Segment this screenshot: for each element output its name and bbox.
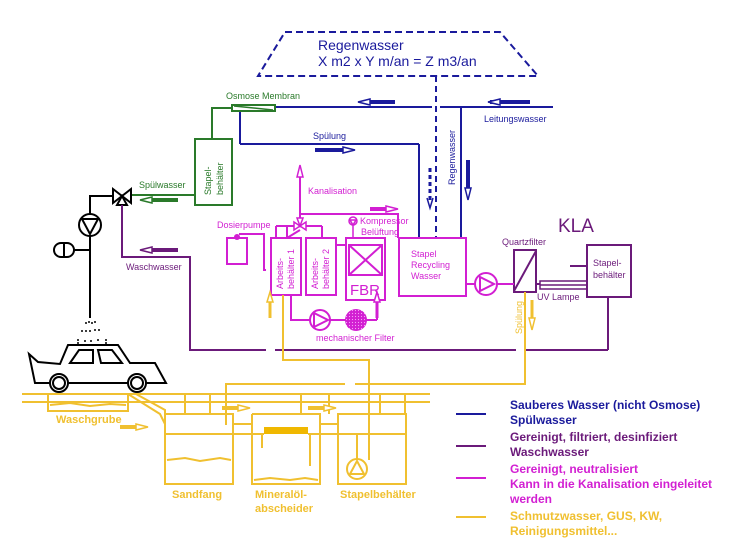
quartzfilter-label: Quartzfilter [502, 237, 546, 247]
stapel-recycling-label-1: Stapel [411, 249, 437, 259]
legend-swatch [456, 413, 486, 415]
legend-item: Sauberes Wasser (nicht Osmose)Spülwasser [442, 398, 742, 428]
legend-sublabel: Waschwasser [510, 445, 589, 459]
waschgrube-label: Waschgrube [56, 414, 122, 426]
flow-arrow-icon [528, 300, 536, 331]
rainwater-formula: X m2 x Y m/an = Z m3/an [318, 53, 477, 69]
stapelbehaelter-green-label-1: Stapel- [203, 166, 213, 195]
flow-arrow-icon [487, 98, 530, 106]
osmose-membran-label: Osmose Membran [226, 91, 300, 101]
flow-arrow-icon [370, 205, 399, 213]
flow-arrow-icon [139, 246, 178, 254]
car-icon [27, 344, 168, 393]
flow-arrow-icon [357, 98, 395, 106]
mineraloel-label-1: Mineralöl- [255, 489, 307, 501]
dosierpumpe [226, 234, 248, 265]
legend-label: Gereinigt, filtriert, desinfiziert [510, 430, 678, 444]
mineraloel-label-2: abscheider [255, 503, 314, 515]
quartzfilter [513, 249, 537, 293]
stapelbehaelter-bottom-label: Stapelbehälter [340, 489, 417, 501]
clean-water-pipes [239, 106, 553, 238]
filter-pump-icon [309, 309, 331, 331]
legend-sublabel: Kann in die Kanalisation eingeleitet wer… [510, 477, 713, 506]
spuelung-vertical-label: Spülung [514, 301, 524, 334]
arbeitsbehaelter-1: Arbeits- behälter 1 [270, 237, 302, 296]
flow-arrow-icon [265, 289, 275, 318]
kanalisation-label: Kanalisation [308, 186, 357, 196]
spuelwasser-label: Spülwasser [139, 180, 186, 190]
legend-sublabel: Spülwasser [510, 413, 577, 427]
sandfang-label: Sandfang [172, 489, 222, 501]
arbeitsbehaelter-2-label-1: Arbeits- [310, 258, 320, 289]
stapelbehaelter-kla: Stapel- behälter [586, 244, 632, 298]
dosierpumpe-label: Dosierpumpe [217, 220, 271, 230]
flow-arrow-icon [372, 289, 382, 318]
belueftung-label: Belüftung [361, 227, 399, 237]
dirty-water-pipes [22, 292, 526, 485]
rainwater-box: Regenwasser X m2 x Y m/an = Z m3/an [256, 31, 541, 77]
waschwasser-label: Waschwasser [126, 262, 182, 272]
kanalisation-arrow-icon [296, 164, 304, 178]
legend-label: Schmutzwasser, GUS, KW, Reinigungsmittel… [510, 509, 663, 538]
flow-arrow-icon [315, 146, 356, 154]
legend-swatch [456, 516, 486, 518]
flow-arrow-icon [139, 196, 178, 204]
waschwasser-pipes [121, 205, 609, 351]
stapel-recycling-wasser: Stapel Recycling Wasser [398, 237, 467, 297]
spuelung-label: Spülung [313, 131, 346, 141]
regenwasser-vertical-label: Regenwasser [447, 130, 457, 185]
osmose-membran [231, 104, 276, 112]
stapel-recycling-label-3: Wasser [411, 271, 441, 281]
legend-swatch [456, 477, 486, 479]
uv-lampe-label: UV Lampe [537, 292, 580, 302]
three-way-valve-icon [112, 186, 132, 206]
legend-label: Gereinigt, neutralisiert [510, 462, 639, 476]
rainwater-title: Regenwasser [318, 37, 404, 53]
stapel-recycling-label-2: Recycling [411, 260, 450, 270]
arbeitsbehaelter-2-label-2: behälter 2 [321, 249, 331, 289]
flow-arrow-icon [464, 160, 472, 201]
arbeitsbehaelter-1-label-1: Arbeits- [275, 258, 285, 289]
osmosis-pipes [130, 107, 232, 196]
stapelbehaelter-kla-label-1: Stapel- [593, 258, 622, 268]
fbr-reactor: FBR [345, 237, 386, 301]
arbeitsbehaelter-2: Arbeits- behälter 2 [305, 237, 337, 296]
kompressor-label: Kompressor [360, 216, 409, 226]
leitungswasser-label: Leitungswasser [484, 114, 547, 124]
legend-label: Sauberes Wasser (nicht Osmose) [510, 398, 701, 412]
stapelbehaelter-green-label-2: behälter [215, 162, 225, 195]
fbr-label: FBR [350, 282, 380, 299]
pump-icon [78, 213, 102, 237]
uv-lampe [539, 280, 589, 290]
arbeitsbehaelter-1-label-2: behälter 1 [286, 249, 296, 289]
legend: Sauberes Wasser (nicht Osmose)Spülwasser… [442, 398, 742, 541]
pressure-tank-icon [53, 242, 75, 258]
valve-icon [293, 217, 307, 232]
kla-label: KLA [558, 216, 594, 237]
stapelbehaelter-kla-label-2: behälter [593, 270, 626, 280]
kompressor-icon [348, 216, 358, 238]
oil-layer [264, 427, 308, 434]
flow-arrow-icon [222, 404, 251, 412]
stapelbehaelter-green: Stapel- behälter [194, 138, 233, 206]
recycling-pump-icon [474, 272, 498, 296]
mechanischer-filter-label: mechanischer Filter [316, 333, 395, 343]
flow-arrow-icon [120, 423, 149, 431]
mechanischer-filter-icon [345, 309, 367, 331]
legend-swatch [456, 445, 486, 447]
flow-arrow-icon [308, 404, 337, 412]
stapel-pump-icon [346, 458, 368, 480]
spray-nozzle-icon [77, 321, 107, 344]
rainwater-arrow-icon [426, 168, 434, 211]
legend-item: Schmutzwasser, GUS, KW, Reinigungsmittel… [442, 509, 742, 539]
